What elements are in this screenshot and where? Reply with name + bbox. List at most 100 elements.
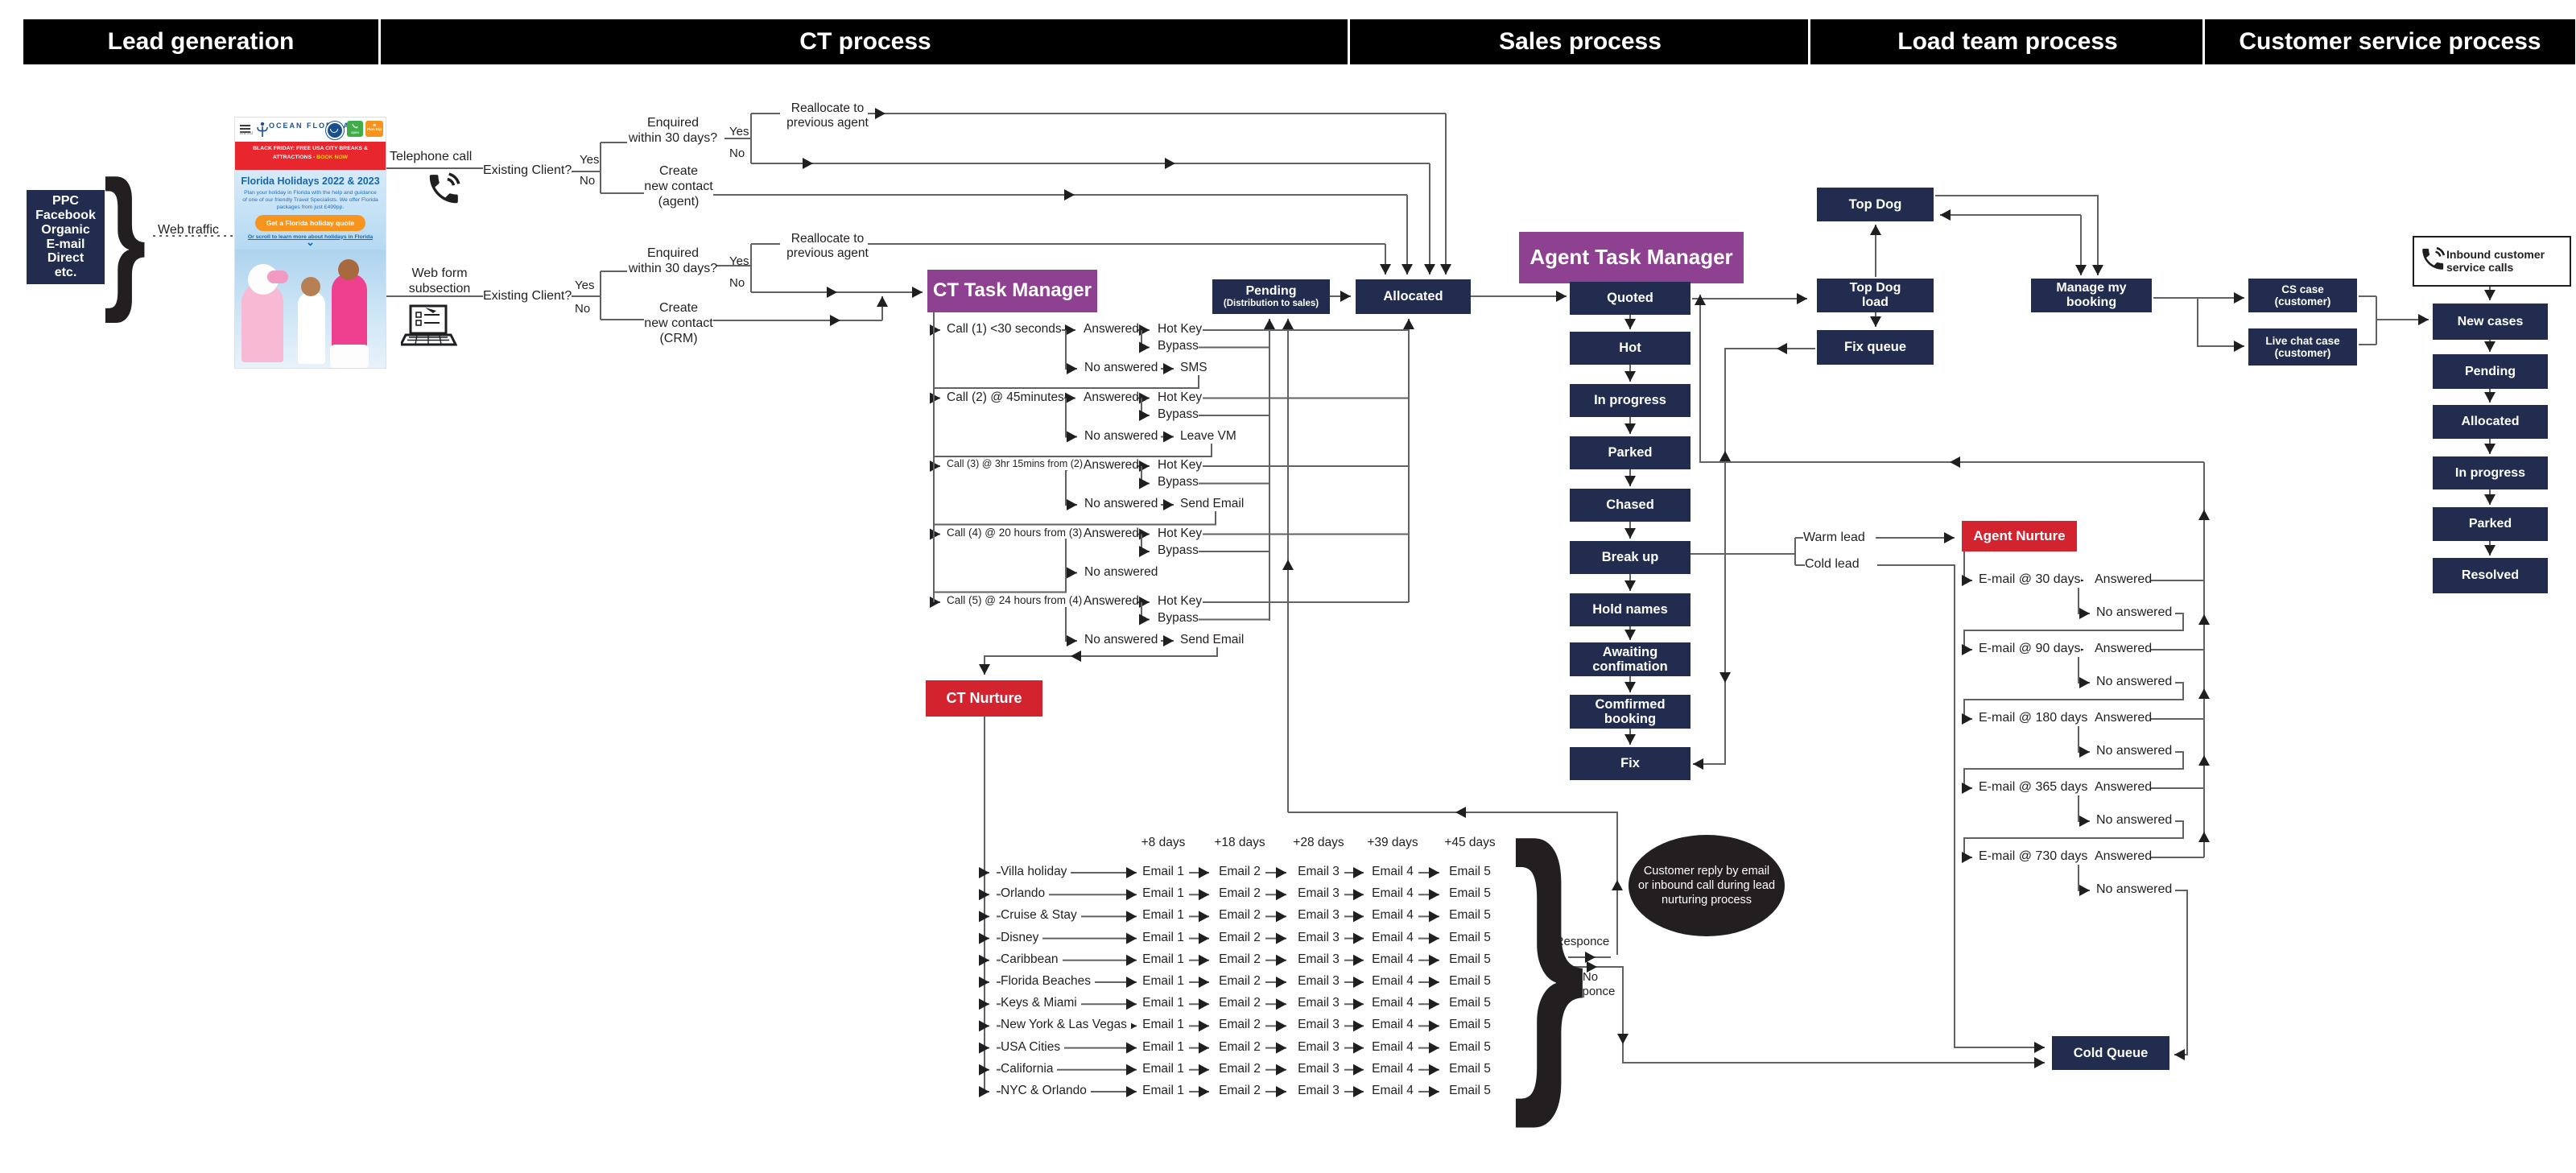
call-row-label-0: Call (1) <30 seconds — [947, 322, 1062, 337]
reallocate-1: Reallocate to previous agent — [786, 101, 869, 130]
branch-no-label-1: No — [580, 174, 596, 188]
email-cell-10-0: Email 1 — [1137, 1084, 1189, 1099]
email-cell-3-4: Email 5 — [1444, 930, 1496, 945]
pending-box: Pending(Distribution to sales) — [1212, 279, 1330, 314]
agent-no-answered-4: No answered — [2096, 882, 2173, 896]
email-cell-0-0: Email 1 — [1137, 865, 1189, 880]
website-header: MENU OCEAN FLORIDA open ✉Plan trip — [235, 118, 386, 142]
branch-no-label-5: No — [575, 302, 591, 316]
email-cell-0-4: Email 5 — [1444, 865, 1496, 880]
menu-label: MENU — [240, 131, 254, 136]
agent-answered-2: Answered — [2095, 711, 2153, 725]
email-cell-3-1: Email 2 — [1214, 930, 1265, 945]
cs-stage-1: Pending — [2433, 354, 2548, 389]
call-row-label-4: Call (5) @ 24 hours from (4) — [947, 594, 1083, 607]
existing-client-2: Existing Client? — [483, 289, 572, 304]
hero-photo — [235, 250, 386, 368]
brand-name: OCEAN FLORIDA — [269, 122, 350, 130]
email-cell-1-4: Email 5 — [1444, 886, 1496, 902]
answered-label-2: Answered — [1084, 458, 1139, 472]
customer-reply-ellipse: Customer reply by email or inbound call … — [1629, 835, 1785, 936]
pending-title: Pending — [1245, 284, 1297, 299]
agent-email-step-2: E-mail @ 180 days — [1979, 711, 2088, 726]
web-form-label: Web form subsection — [408, 266, 471, 295]
cs-stage-2: Allocated — [2433, 405, 2548, 439]
email-cell-10-1: Email 2 — [1214, 1084, 1265, 1099]
responce-label: Responce — [1554, 935, 1610, 948]
sales-stage-9: Fix — [1570, 747, 1690, 780]
existing-client-1: Existing Client? — [483, 163, 572, 179]
website-screenshot: MENU OCEAN FLORIDA open ✉Plan trip BLACK… — [235, 118, 386, 368]
day-header-1: +18 days — [1214, 836, 1265, 849]
email-cell-5-3: Email 4 — [1367, 974, 1418, 989]
agent-no-answered-1: No answered — [2096, 675, 2173, 688]
create-new-contact-agent: Create new contact (agent) — [644, 164, 713, 209]
ct-task-manager: CT Task Manager — [927, 270, 1097, 312]
day-header-2: +28 days — [1293, 836, 1344, 849]
email-cell-9-0: Email 1 — [1137, 1061, 1189, 1077]
sales-stage-5: Break up — [1570, 541, 1690, 574]
nurture-brace: } — [1512, 783, 1586, 1130]
email-cell-9-3: Email 4 — [1367, 1061, 1418, 1077]
lane-header-4: Customer service process — [2202, 19, 2575, 64]
bypass-label-0: Bypass — [1158, 339, 1199, 353]
email-cell-0-2: Email 3 — [1293, 865, 1344, 880]
branch-no-label-7: No — [729, 276, 745, 290]
lane-header-1: CT process — [378, 19, 1350, 64]
telephone-icon — [429, 172, 460, 204]
holiday-label-8: USA Cities — [1001, 1039, 1065, 1055]
no-answered-label-4: No answered — [1084, 633, 1158, 646]
holiday-label-9: California — [1001, 1061, 1058, 1077]
email-cell-1-1: Email 2 — [1214, 886, 1265, 902]
travel-badge-icon — [326, 122, 344, 139]
holiday-label-3: Disney — [1001, 930, 1043, 945]
email-cell-5-0: Email 1 — [1137, 974, 1189, 989]
answered-label-3: Answered — [1084, 526, 1139, 540]
agent-no-answered-3: No answered — [2096, 813, 2173, 827]
day-header-4: +45 days — [1444, 836, 1496, 849]
sales-stage-6: Hold names — [1570, 593, 1690, 626]
email-cell-1-0: Email 1 — [1137, 886, 1189, 902]
email-cell-7-1: Email 2 — [1214, 1018, 1265, 1033]
email-cell-4-4: Email 5 — [1444, 952, 1496, 968]
bypass-label-1: Bypass — [1158, 407, 1199, 421]
quote-button: Get a Florida holiday quote — [254, 214, 366, 231]
top-dog-box: Top Dog — [1817, 188, 1934, 221]
inbound-phone-icon — [2422, 246, 2446, 270]
call-action-label-1: Leave VM — [1180, 428, 1236, 444]
sales-stage-7: Awaiting confimation — [1570, 642, 1690, 676]
email-cell-7-4: Email 5 — [1444, 1018, 1496, 1033]
telephone-call-label: Telephone call — [390, 150, 473, 163]
holiday-label-7: New York & Las Vegas — [1001, 1018, 1131, 1033]
agent-email-step-0: E-mail @ 30 days — [1979, 572, 2081, 588]
email-cell-4-1: Email 2 — [1214, 952, 1265, 968]
agent-answered-1: Answered — [2095, 642, 2153, 655]
sources-box: PPC Facebook Organic E-mail Direct etc. — [27, 190, 105, 284]
banner-cta: BOOK NOW — [316, 154, 349, 160]
holiday-label-5: Florida Beaches — [1001, 974, 1096, 989]
promo-banner: BLACK FRIDAY: FREE USA CITY BREAKS & ATT… — [235, 142, 386, 170]
email-cell-8-0: Email 1 — [1137, 1039, 1189, 1055]
live-chat-case-box: Live chat case (customer) — [2248, 328, 2357, 366]
agent-answered-4: Answered — [2095, 849, 2153, 863]
hamburger-menu-icon — [240, 123, 250, 134]
agent-answered-0: Answered — [2095, 572, 2153, 586]
email-cell-3-2: Email 3 — [1293, 930, 1344, 945]
email-cell-10-4: Email 5 — [1444, 1084, 1496, 1099]
agent-nurture: Agent Nurture — [1962, 521, 2077, 551]
agent-email-step-4: E-mail @ 730 days — [1979, 849, 2088, 865]
allocated-box: Allocated — [1356, 279, 1471, 314]
hero-heading: Florida Holidays 2022 & 2023 — [241, 176, 380, 187]
email-cell-0-1: Email 2 — [1214, 865, 1265, 880]
email-cell-6-2: Email 3 — [1293, 996, 1344, 1011]
email-cell-7-0: Email 1 — [1137, 1018, 1189, 1033]
plan-trip-button: ✉Plan trip — [365, 121, 383, 137]
email-cell-6-4: Email 5 — [1444, 996, 1496, 1011]
agent-no-answered-0: No answered — [2096, 605, 2173, 619]
cs-stage-3: In progress — [2433, 456, 2548, 489]
email-cell-3-3: Email 4 — [1367, 930, 1418, 945]
email-cell-4-2: Email 3 — [1293, 952, 1344, 968]
no-answered-label-1: No answered — [1084, 428, 1158, 443]
